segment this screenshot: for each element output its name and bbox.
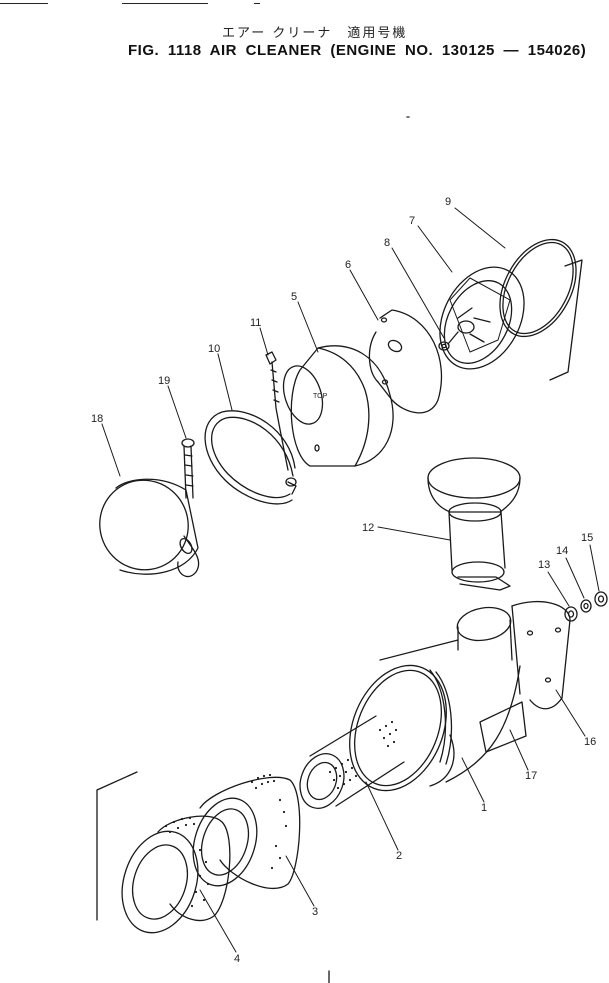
header-rule [0, 3, 48, 4]
air-cleaner-body [349, 600, 571, 792]
leader-line [391, 247, 445, 339]
washer [564, 606, 578, 622]
primary-element [121, 815, 231, 934]
callout-19: 19 [158, 375, 170, 387]
top-cap: TOP [282, 345, 394, 467]
leader-line [199, 889, 237, 953]
callout-4: 4 [234, 953, 240, 965]
leader-line [167, 385, 187, 439]
header-rule [122, 3, 208, 4]
leader-lines [101, 207, 600, 953]
figure-title: FIG. 1118 AIR CLEANER (ENGINE NO. 130125… [128, 42, 587, 59]
leader-line [259, 327, 269, 356]
leader-line [461, 757, 485, 803]
callout-3: 3 [312, 906, 318, 918]
pre-cleaner [427, 457, 521, 591]
seal-wire [265, 351, 289, 471]
leader-line [349, 269, 379, 321]
callout-7: 7 [409, 215, 415, 227]
leader-line [377, 526, 451, 541]
callout-12: 12 [362, 522, 374, 534]
callout-14: 14 [556, 545, 568, 557]
leader-line [589, 544, 600, 592]
band-clamp [204, 410, 297, 505]
leader-line [565, 557, 585, 599]
nut [594, 591, 608, 607]
leader-line [297, 301, 319, 353]
leader-line [555, 689, 586, 737]
callout-6: 6 [345, 259, 351, 271]
callout-17: 17 [525, 770, 537, 782]
callout-2: 2 [396, 850, 402, 862]
title-japanese: エアー クリーナ 適用号機 [222, 26, 408, 41]
cover-with-wing-nut [439, 266, 525, 370]
baffle-plate [368, 309, 443, 414]
leader-line [454, 207, 506, 249]
leader-line [285, 855, 315, 907]
callout-1: 1 [481, 802, 487, 814]
outer-element [192, 773, 301, 890]
leader-line [217, 353, 233, 411]
wing-nut [438, 341, 450, 351]
callout-10: 10 [208, 343, 220, 355]
callout-13: 13 [538, 559, 550, 571]
callout-15: 15 [581, 532, 593, 544]
header-rule [254, 3, 260, 4]
hose-band [99, 478, 200, 578]
assembly-bracket [96, 771, 138, 921]
assembly-bracket [549, 259, 583, 381]
safety-element [299, 715, 405, 809]
leader-line [101, 423, 121, 477]
callout-9: 9 [445, 196, 451, 208]
callout-8: 8 [384, 237, 390, 249]
top-mark-text: TOP [313, 393, 328, 400]
o-ring [499, 238, 577, 338]
callout-5: 5 [291, 291, 297, 303]
callout-16: 16 [584, 736, 596, 748]
leader-line [365, 781, 399, 851]
leader-line [509, 729, 529, 771]
leader-line [417, 225, 453, 273]
callout-11: 11 [250, 317, 261, 329]
leader-line [547, 571, 570, 607]
callout-18: 18 [91, 413, 103, 425]
lock-washer [580, 599, 592, 613]
